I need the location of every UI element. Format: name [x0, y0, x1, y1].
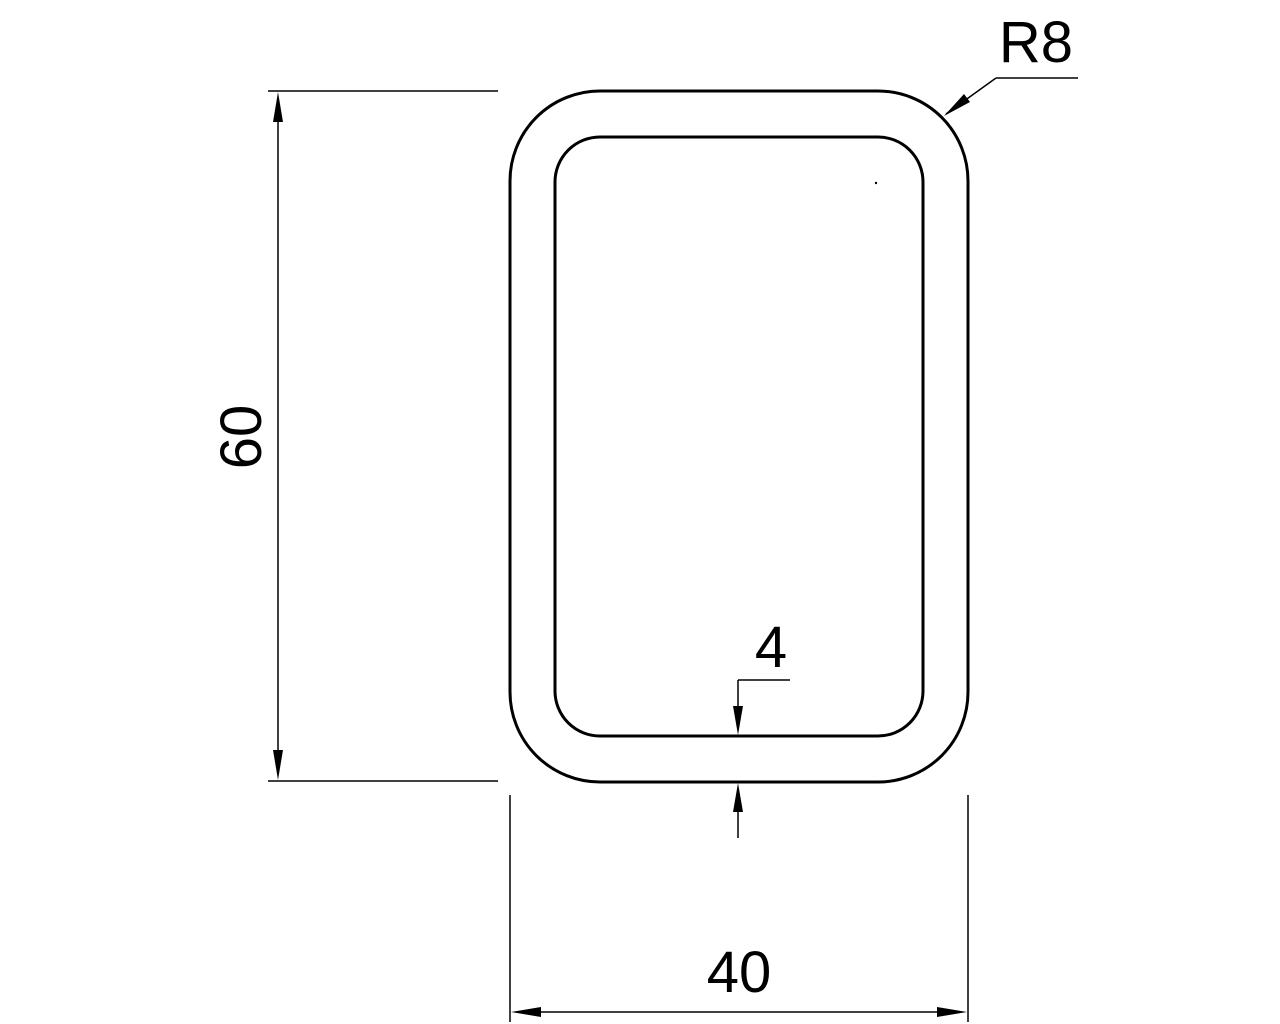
thickness-dim-label: 4 — [755, 615, 787, 680]
thickness-dimension: 4 — [733, 615, 790, 838]
height-dimension: 60 — [209, 90, 498, 782]
width-dim-label: 40 — [707, 940, 772, 1005]
radius-dim-label: R8 — [999, 10, 1073, 75]
radius-dimension: R8 — [944, 10, 1078, 116]
width-dimension: 40 — [509, 795, 969, 1022]
outer-profile — [508, 89, 970, 784]
inner-profile — [553, 135, 925, 738]
height-dim-label: 60 — [209, 405, 274, 470]
center-mark — [874, 181, 878, 185]
